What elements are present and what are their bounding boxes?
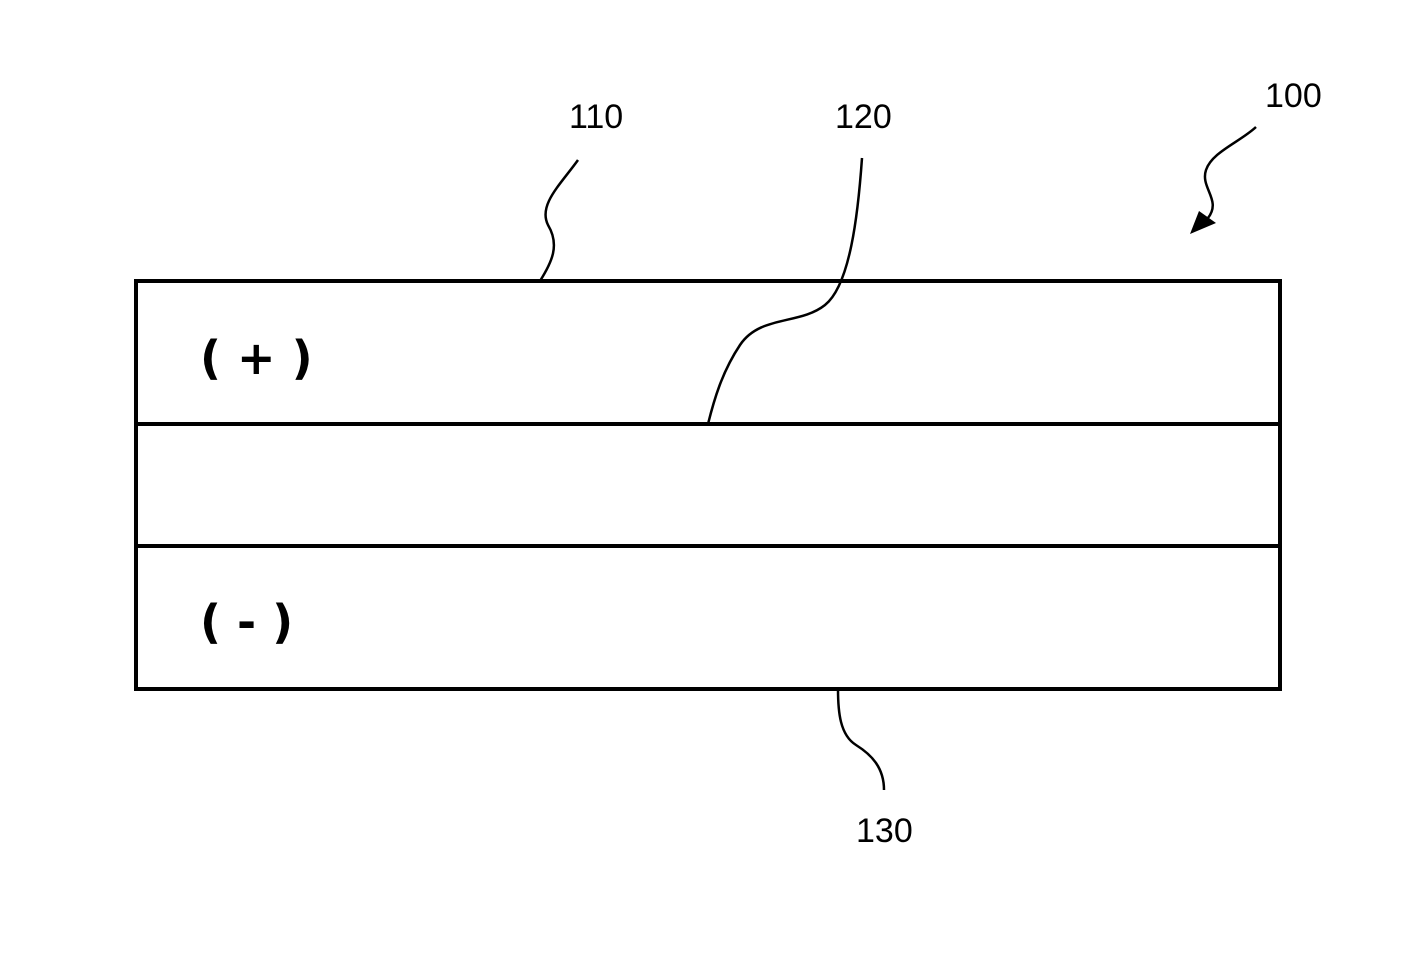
ref-numeral-120: 120 [835,98,892,136]
layer-130-negative [136,546,1280,689]
positive-polarity-label: ( + ) [200,331,313,385]
leader-line-130 [838,689,884,790]
assembly-arrow-100 [1190,127,1256,234]
leader-line-110 [540,160,578,281]
ref-numeral-110: 110 [569,98,623,136]
ref-numeral-100: 100 [1265,77,1322,115]
ref-numeral-130: 130 [856,812,913,850]
arrow-shaft [1205,127,1256,218]
negative-polarity-label: ( - ) [200,595,293,649]
layer-120-middle [136,424,1280,546]
arrowhead-icon [1190,211,1216,234]
